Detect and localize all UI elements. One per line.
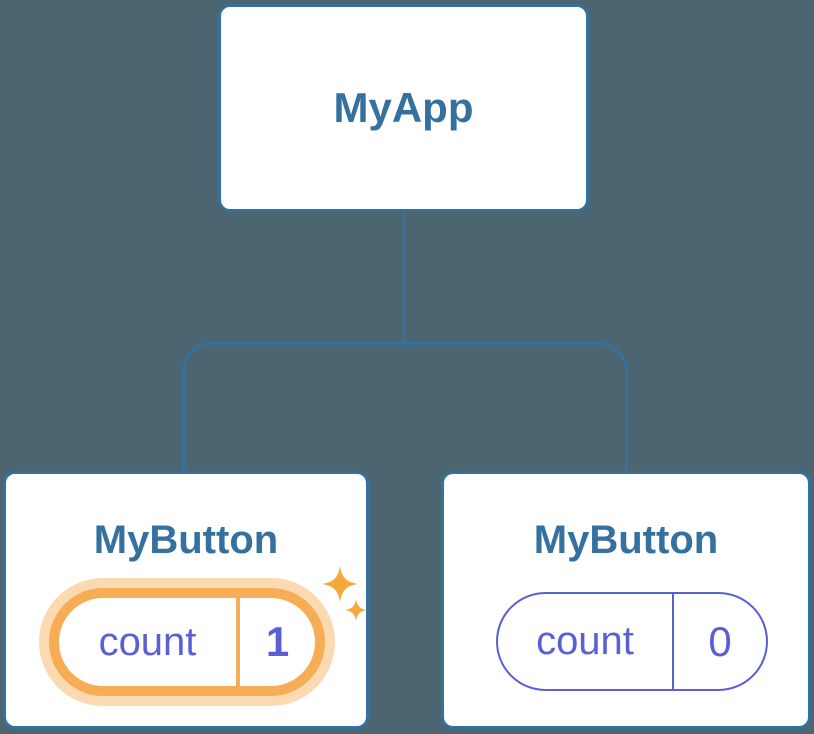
state-value-cell: 1 <box>240 598 315 686</box>
component-name-myapp: MyApp <box>333 84 474 131</box>
state-pill-divider <box>672 594 674 689</box>
state-pill-divider <box>236 598 240 686</box>
connector-branch <box>182 342 628 473</box>
state-key-label: count <box>98 619 197 664</box>
component-name-mybutton-1: MyButton <box>93 518 279 562</box>
state-key-cell: count <box>59 598 236 686</box>
sparkle-icon-small <box>345 599 367 621</box>
state-pill-highlighted: count 1 <box>49 588 325 696</box>
state-key-label: count <box>536 619 634 663</box>
component-node-mybutton-1: MyButton count 1 <box>3 471 369 729</box>
component-name-mybutton-2: MyButton <box>533 518 719 562</box>
state-key-cell: count <box>498 594 672 689</box>
connector-stem <box>403 211 406 345</box>
sparkle-icon-large <box>322 566 358 602</box>
component-node-myapp: MyApp <box>218 4 589 212</box>
state-value-cell: 0 <box>674 594 766 689</box>
state-pill-plain: count 0 <box>496 592 768 691</box>
state-value: 0 <box>708 617 732 665</box>
component-node-mybutton-2: MyButton count 0 <box>441 471 811 729</box>
state-value: 1 <box>265 618 290 665</box>
